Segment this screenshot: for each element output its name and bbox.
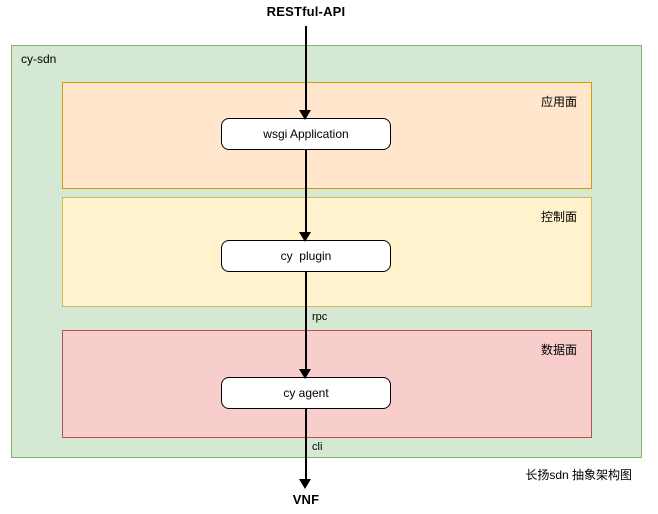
connector-agent-to-vnf bbox=[305, 409, 307, 483]
connector-wsgi-to-plugin bbox=[305, 150, 307, 234]
plane-control-label: 控制面 bbox=[540, 210, 577, 224]
node-cy-agent[interactable]: cy agent bbox=[221, 377, 391, 409]
arrowhead-into-agent-icon bbox=[299, 369, 311, 379]
diagram-caption: 长扬sdn 抽象架构图 bbox=[525, 468, 632, 482]
edge-label-rpc: rpc bbox=[312, 311, 328, 323]
connector-api-to-wsgi bbox=[305, 26, 307, 112]
arrowhead-into-wsgi-icon bbox=[299, 110, 311, 120]
endpoint-label-restful-api: RESTful-API bbox=[266, 4, 346, 19]
node-wsgi-application[interactable]: wsgi Application bbox=[221, 118, 391, 150]
arrowhead-into-vnf-icon bbox=[299, 479, 311, 489]
endpoint-label-vnf: VNF bbox=[292, 492, 320, 507]
connector-plugin-to-agent bbox=[305, 272, 307, 371]
cy-sdn-title: cy-sdn bbox=[21, 52, 57, 66]
plane-data-label: 数据面 bbox=[540, 343, 577, 357]
edge-label-cli: cli bbox=[312, 441, 323, 453]
node-cy-plugin[interactable]: cy plugin bbox=[221, 240, 391, 272]
plane-application-label: 应用面 bbox=[540, 95, 577, 109]
arrowhead-into-plugin-icon bbox=[299, 232, 311, 242]
